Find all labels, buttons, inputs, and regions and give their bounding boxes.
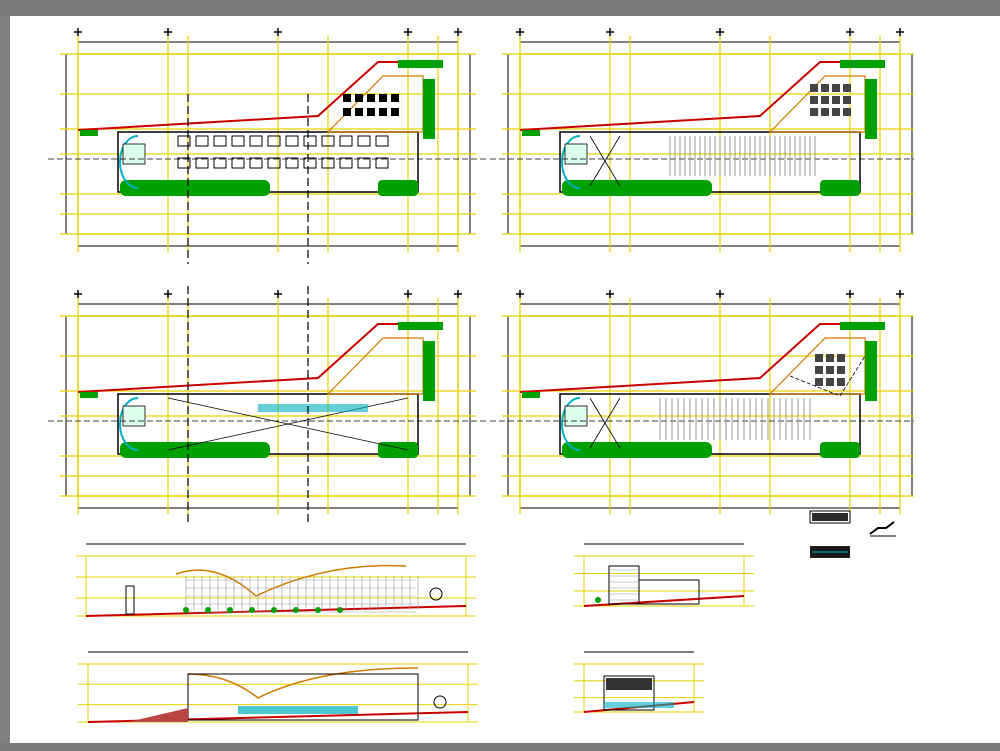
drawing-sheet[interactable] (10, 16, 930, 743)
viewer-bottom-bar (0, 743, 1000, 751)
elevation-short-2 (574, 651, 704, 713)
legend-blocks (809, 510, 896, 558)
plan-top-right (490, 28, 930, 252)
plan-middle-right (490, 290, 930, 514)
plan-middle-left (48, 286, 488, 526)
viewer-top-bar (0, 0, 1000, 16)
plan-top-left (48, 28, 488, 264)
elevation-short-1 (574, 543, 754, 607)
viewer-right-margin (914, 16, 1000, 743)
elevation-long-1 (76, 543, 476, 617)
cad-drawing (48, 28, 930, 723)
elevation-long-2 (78, 651, 478, 723)
